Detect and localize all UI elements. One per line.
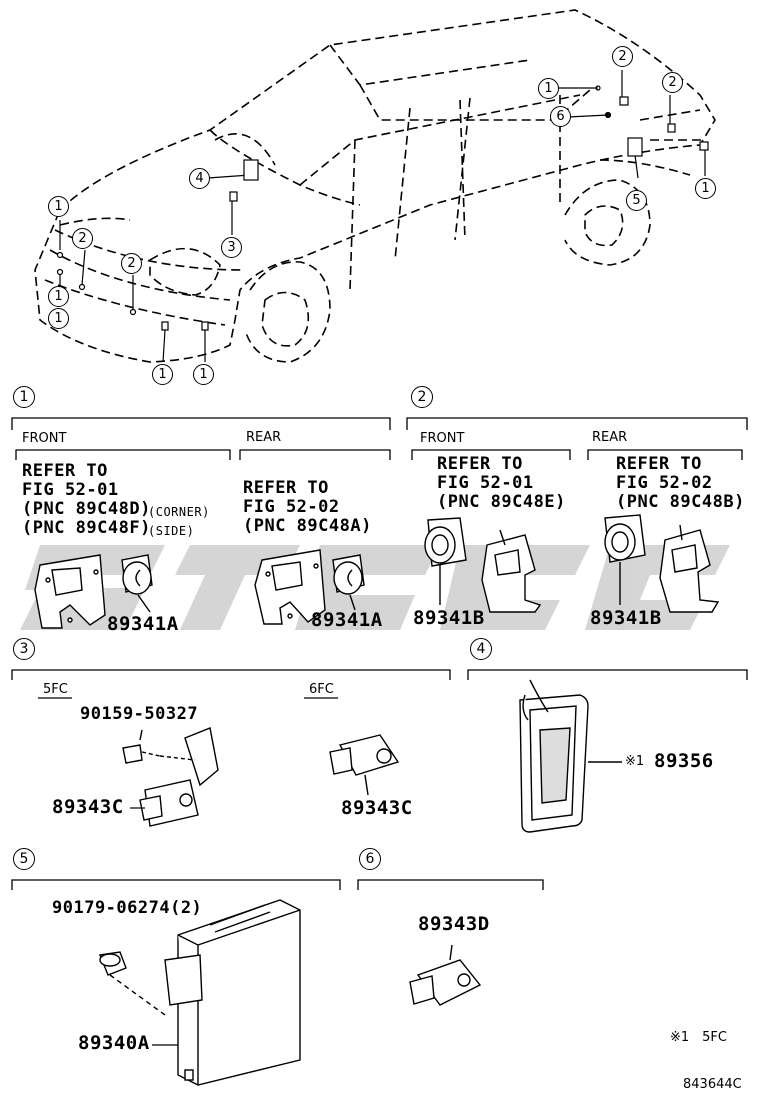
s3-5fc-header: 5FC (43, 682, 68, 697)
section-brackets (11, 417, 748, 890)
callout-6: 6 (550, 106, 571, 127)
callout-2: 2 (662, 72, 683, 93)
s5-control-module (164, 899, 301, 1086)
s1-rear-bracket (254, 549, 326, 625)
s1-front-ref-line-4: (PNC 89C48F) (22, 518, 151, 538)
s6-sensor (409, 944, 482, 1006)
s6-part-number: 89343D (418, 913, 490, 935)
s4-ecu-panel (519, 679, 622, 833)
s2-front-bracket (481, 529, 542, 613)
callout-1: 1 (695, 178, 716, 199)
callout-2: 2 (121, 253, 142, 274)
s2-front-part-number: 89341B (413, 607, 485, 629)
s1-rear-header: REAR (246, 430, 282, 445)
callout-3: 3 (221, 237, 242, 258)
s1-front-ref-line-2: FIG 52-01 (22, 480, 119, 500)
s3-5fc-part-number: 89343C (52, 796, 124, 818)
s1-front-note-corner: (CORNER) (148, 505, 210, 519)
s2-front-ref-line-1: REFER TO (437, 454, 523, 474)
s1-rear-ref-line-1: REFER TO (243, 478, 329, 498)
car-illustration (34, 9, 716, 363)
s3-bolt (122, 729, 161, 764)
s1-front-header: FRONT (22, 431, 67, 446)
s1-rear-ref-line-2: FIG 52-02 (243, 497, 340, 517)
s2-front-ref-line-2: FIG 52-01 (437, 473, 534, 493)
callout-1: 1 (152, 364, 173, 385)
s3-6fc-header: 6FC (309, 682, 334, 697)
callout-4: 4 (189, 168, 210, 189)
s3-bolt-part-number: 90159-50327 (80, 704, 199, 724)
s5-part-number: 89340A (78, 1032, 150, 1054)
s2-front-ref-line-3: (PNC 89C48E) (437, 492, 566, 512)
s5-nut (99, 951, 166, 1016)
s2-rear-header: REAR (592, 430, 628, 445)
s1-front-ref-line-3: (PNC 89C48D) (22, 499, 151, 519)
s2-rear-ref-line-1: REFER TO (616, 454, 702, 474)
s4-part-number: 89356 (654, 750, 714, 772)
section-4-number: 4 (470, 638, 492, 660)
s1-front-part-number: 89341A (107, 613, 179, 635)
s1-rear-sensor (332, 554, 365, 611)
s2-rear-bracket (659, 524, 720, 613)
s2-rear-part-number: 89341B (590, 607, 662, 629)
callout-1: 1 (48, 308, 69, 329)
s4-footnote-mark: ※1 (625, 754, 645, 769)
callout-2: 2 (72, 228, 93, 249)
callout-1: 1 (193, 364, 214, 385)
s3-5fc-sensor (139, 727, 219, 827)
section-2-number: 2 (411, 386, 433, 408)
footnote-5fc: ※1 5FC (670, 1030, 727, 1045)
s1-front-bracket (34, 554, 106, 629)
s3-6fc-sensor (329, 734, 400, 796)
section-5-number: 5 (13, 848, 35, 870)
s2-rear-ref-line-3: (PNC 89C48B) (616, 492, 745, 512)
s2-rear-ref-line-2: FIG 52-02 (616, 473, 713, 493)
s1-front-sensor (121, 554, 153, 613)
s1-front-ref-line-1: REFER TO (22, 461, 108, 481)
s2-front-header: FRONT (420, 431, 465, 446)
s2-front-sensor (424, 517, 467, 605)
callout-1: 1 (538, 78, 559, 99)
s5-nut-part-number: 90179-06274(2) (52, 898, 203, 918)
callout-2: 2 (612, 46, 633, 67)
sensor-leaders (56, 70, 709, 363)
s3-6fc-part-number: 89343C (341, 797, 413, 819)
callout-5: 5 (626, 190, 647, 211)
s2-rear-sensor (604, 514, 646, 605)
s1-rear-part-number: 89341A (311, 609, 383, 631)
section-6-number: 6 (359, 848, 381, 870)
callout-1: 1 (48, 196, 69, 217)
diagram-code: 843644C (683, 1077, 742, 1092)
section-1-number: 1 (13, 386, 35, 408)
s1-rear-ref-line-3: (PNC 89C48A) (243, 516, 372, 536)
section-3-number: 3 (13, 638, 35, 660)
s1-front-note-side: (SIDE) (148, 524, 195, 538)
part-leaders (130, 807, 178, 1046)
callout-1: 1 (48, 286, 69, 307)
